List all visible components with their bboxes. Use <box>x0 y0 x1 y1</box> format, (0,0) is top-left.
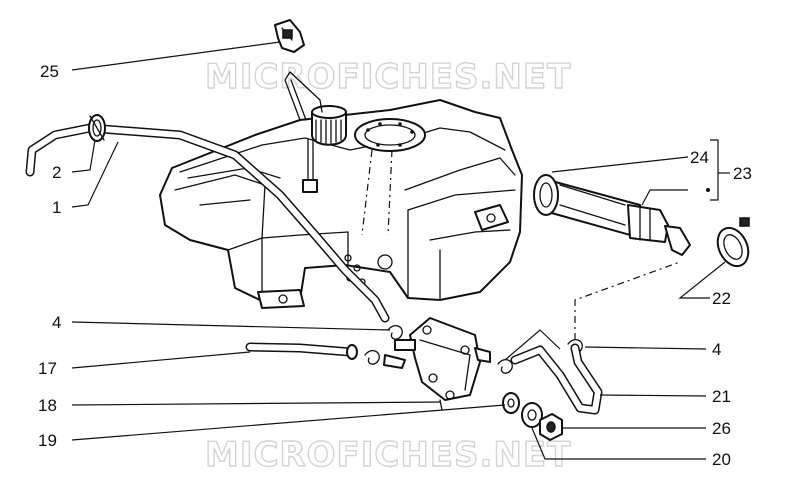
callout-1: 1 <box>52 198 61 217</box>
callout-17: 17 <box>38 359 57 378</box>
callout-19: 19 <box>38 431 57 450</box>
watermark-top: MICROFICHES.NET <box>205 57 571 97</box>
hose-part-17 <box>245 342 358 360</box>
fuel-tap-part-18 <box>383 317 491 411</box>
callout-23: 23 <box>733 164 752 183</box>
leader-lines <box>71 41 730 460</box>
filter-assembly-part-23 <box>533 174 691 256</box>
fuel-tank <box>159 71 523 309</box>
clip-part-4-left <box>364 324 403 365</box>
washer-part-19 <box>502 392 520 414</box>
watermark-bottom: MICROFICHES.NET <box>205 435 571 475</box>
washer-part-20 <box>521 402 543 428</box>
nut-part-26 <box>539 413 563 441</box>
clip-part-25 <box>274 19 305 53</box>
clamp-part-22 <box>716 217 750 268</box>
callout-24: 24 <box>690 148 709 167</box>
callout-22: 22 <box>712 289 731 308</box>
callout-21: 21 <box>712 387 731 406</box>
hose-part-1 <box>25 123 390 323</box>
callout-25: 25 <box>40 62 59 81</box>
clamp-part-2 <box>88 114 106 142</box>
callout-2: 2 <box>52 163 61 182</box>
callout-20: 20 <box>712 450 731 469</box>
callout-18: 18 <box>38 396 57 415</box>
callout-4-right: 4 <box>712 340 721 359</box>
hose-part-21 <box>510 343 603 415</box>
callout-labels: 25 2 1 24 23 22 4 4 17 18 19 21 26 20 <box>38 62 752 469</box>
callout-26: 26 <box>712 419 731 438</box>
assembly-line-filter <box>574 261 681 340</box>
callout-4-left: 4 <box>52 313 61 332</box>
